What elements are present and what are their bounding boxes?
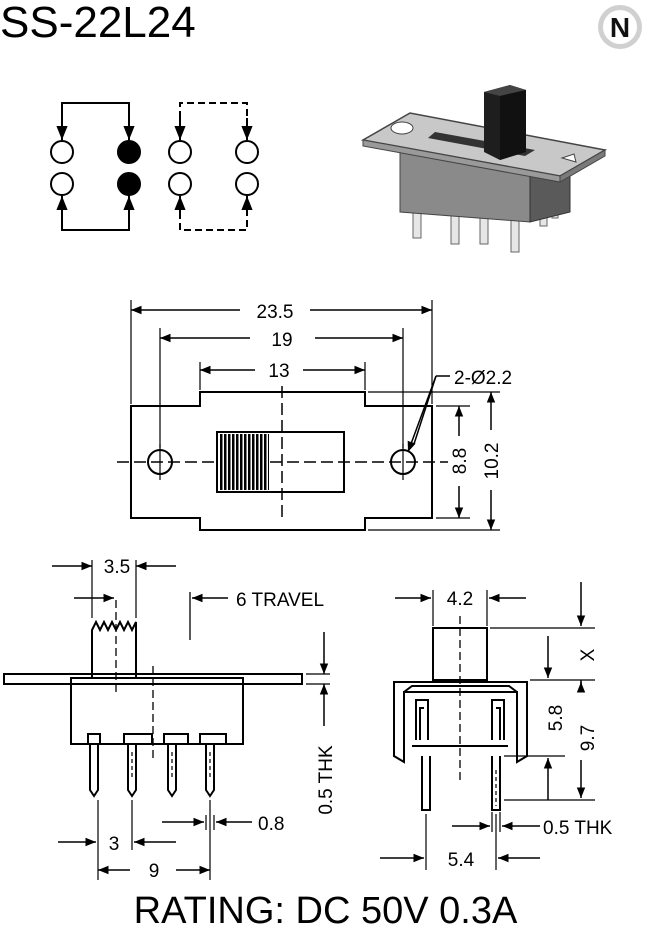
switch-schematic: [50, 102, 259, 231]
switch-photo: [360, 85, 608, 253]
manufacturer-logo: N: [598, 5, 642, 49]
dim-body-height: 5.8: [546, 705, 567, 731]
top-view: [117, 300, 500, 531]
rating-text: RATING: DC 50V 0.3A: [133, 890, 518, 932]
model-title: SS-22L24: [0, 0, 196, 47]
dim-actuator-height: X: [578, 648, 599, 661]
dim-hole-spacing: 19: [271, 330, 292, 351]
dim-actuator-width: 3.5: [104, 557, 130, 578]
side-view: [380, 582, 595, 870]
dim-inner-height: 8.8: [450, 448, 471, 474]
dim-slot-width: 13: [268, 361, 289, 382]
dim-travel: 6 TRAVEL: [236, 590, 324, 611]
dim-side-pin-thickness: 0.5 THK: [543, 818, 613, 839]
dim-total-height: 9.7: [578, 725, 599, 751]
dim-side-actuator-width: 4.2: [447, 589, 473, 610]
dim-outer-height: 10.2: [482, 443, 503, 480]
dim-pin-width: 0.8: [258, 814, 284, 835]
dim-pin-span: 9: [149, 861, 160, 882]
dim-holes: 2-Ø2.2: [454, 368, 512, 389]
front-view: [3, 560, 330, 880]
dim-overall-width: 23.5: [257, 302, 294, 323]
svg-text:N: N: [610, 12, 630, 43]
dim-frame-thickness: 0.5 THK: [316, 745, 337, 815]
dim-pin-pitch: 3: [109, 834, 120, 855]
dim-pin-row-spacing: 5.4: [448, 850, 475, 871]
